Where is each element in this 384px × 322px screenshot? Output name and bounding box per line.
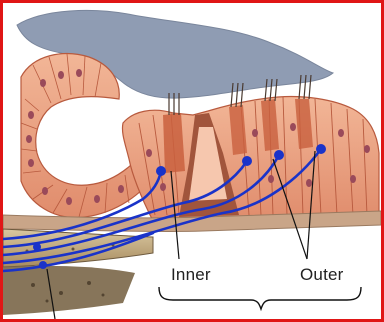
outer-hair-cells [229, 99, 313, 155]
inner-hair-cells-label: Inner [171, 265, 211, 285]
outer-hair-cells-label: Outer [300, 265, 344, 285]
hair-cell-bracket [159, 287, 361, 309]
lower-bone [3, 266, 135, 315]
